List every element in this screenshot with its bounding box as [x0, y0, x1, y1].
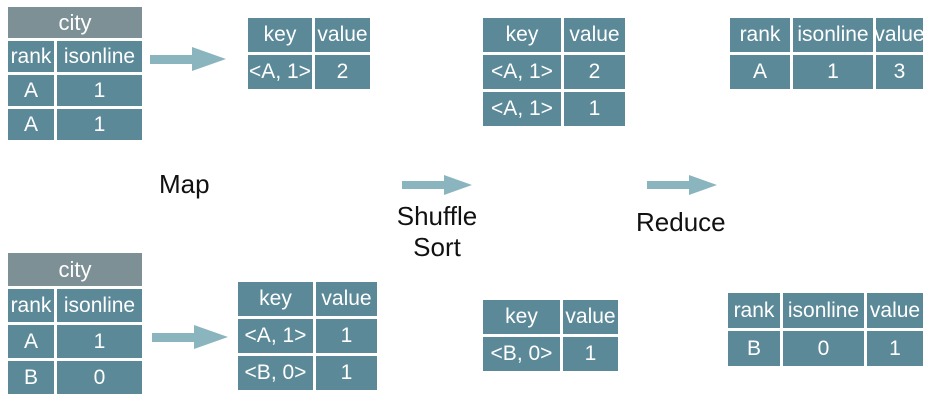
- column-header-value: value: [563, 300, 618, 334]
- table-cell: 1: [316, 356, 377, 390]
- column-header-isonline: isonline: [57, 289, 142, 322]
- column-header-value: value: [876, 18, 923, 52]
- table-cell: 0: [783, 331, 864, 366]
- label-sort: Sort: [413, 232, 461, 262]
- column-header-value: value: [867, 293, 923, 328]
- arrow-shaft: [402, 181, 444, 189]
- table-cell: 1: [57, 325, 142, 358]
- table-cell: A: [8, 325, 54, 358]
- table-cell: <B, 0>: [238, 356, 313, 390]
- column-header-value: value: [315, 18, 370, 52]
- column-header-value: value: [316, 282, 377, 316]
- column-header-isonline: isonline: [783, 293, 864, 328]
- column-header-value: value: [564, 18, 625, 52]
- flow-arrow-bottom-input: [152, 325, 228, 349]
- arrow-shaft: [152, 332, 194, 342]
- flow-arrow-reduce: [647, 175, 717, 195]
- column-header-key: key: [483, 18, 561, 52]
- table-cell: <B, 0>: [483, 337, 560, 371]
- table-cell: <A, 1>: [483, 92, 561, 126]
- table-cell: B: [728, 331, 780, 366]
- arrow-head: [689, 175, 717, 195]
- table-cell: A: [730, 55, 790, 89]
- table-title: city: [8, 7, 142, 38]
- table-cell: A: [8, 109, 54, 140]
- table-cell: A: [8, 75, 54, 106]
- arrow-shaft: [647, 181, 689, 189]
- table-input-bottom: city rank isonline A 1 B 0: [8, 253, 142, 394]
- table-reduce-top: rank isonline value A 1 3: [730, 18, 923, 89]
- table-cell: 1: [867, 331, 923, 366]
- table-map-top: key value <A, 1> 2: [248, 18, 370, 89]
- table-cell: 1: [57, 75, 142, 106]
- table-reduce-bottom: rank isonline value B 0 1: [728, 293, 923, 366]
- table-cell: B: [8, 361, 54, 394]
- table-cell: 1: [563, 337, 618, 371]
- column-header-rank: rank: [730, 18, 790, 52]
- column-header-rank: rank: [8, 289, 54, 322]
- table-cell: <A, 1>: [248, 55, 312, 89]
- table-cell: 3: [876, 55, 923, 89]
- arrow-head: [192, 47, 226, 71]
- column-header-isonline: isonline: [793, 18, 873, 52]
- table-input-top: city rank isonline A 1 A 1: [8, 7, 142, 140]
- arrow-shaft: [150, 54, 192, 64]
- label-reduce: Reduce: [636, 207, 726, 237]
- label-shuffle-sort: Shuffle Sort: [383, 201, 491, 263]
- table-title: city: [8, 253, 142, 286]
- flow-arrow-top-input: [150, 47, 226, 71]
- arrow-head: [194, 325, 228, 349]
- table-cell: 2: [315, 55, 370, 89]
- flow-arrow-shuffle: [402, 175, 472, 195]
- column-header-key: key: [238, 282, 313, 316]
- table-cell: 1: [316, 319, 377, 353]
- table-cell: 1: [793, 55, 873, 89]
- table-cell: 1: [57, 109, 142, 140]
- label-map: Map: [159, 169, 210, 199]
- column-header-rank: rank: [8, 41, 54, 72]
- table-cell: <A, 1>: [483, 55, 561, 89]
- column-header-key: key: [483, 300, 560, 334]
- table-shuffle-bottom: key value <B, 0> 1: [483, 300, 618, 371]
- table-map-bottom: key value <A, 1> 1 <B, 0> 1: [238, 282, 377, 390]
- arrow-head: [444, 175, 472, 195]
- table-cell: 1: [564, 92, 625, 126]
- table-cell: 0: [57, 361, 142, 394]
- table-cell: 2: [564, 55, 625, 89]
- column-header-rank: rank: [728, 293, 780, 328]
- table-shuffle-top: key value <A, 1> 2 <A, 1> 1: [483, 18, 625, 126]
- column-header-key: key: [248, 18, 312, 52]
- column-header-isonline: isonline: [57, 41, 142, 72]
- table-cell: <A, 1>: [238, 319, 313, 353]
- label-shuffle: Shuffle: [396, 201, 478, 231]
